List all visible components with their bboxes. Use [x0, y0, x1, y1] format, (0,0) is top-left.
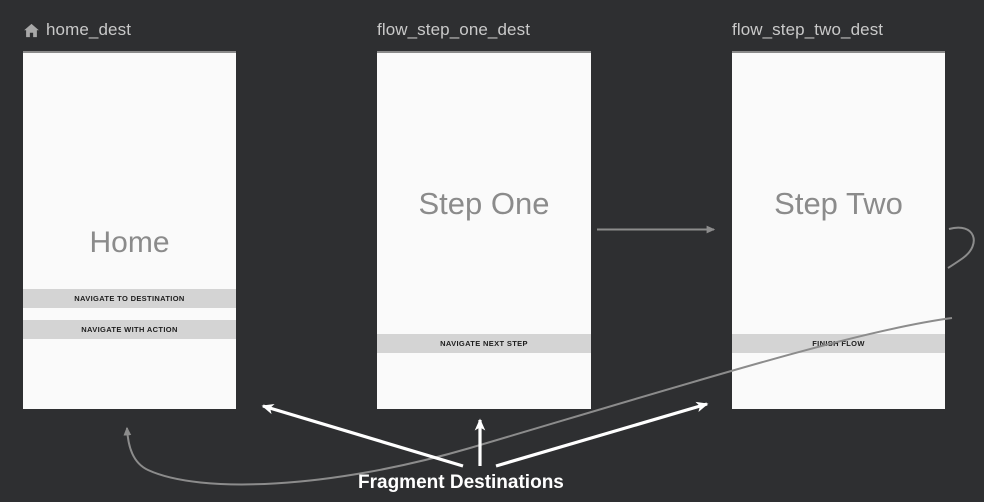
panel-title-step-two: Step Two — [774, 186, 903, 221]
destination-panel-home-dest[interactable]: Home NAVIGATE TO DESTINATION NAVIGATE WI… — [23, 51, 236, 409]
destination-label-text: flow_step_one_dest — [377, 20, 531, 39]
destination-label-flow-step-one-dest[interactable]: flow_step_one_dest — [377, 20, 530, 40]
callout-to-flow-step-two-dest — [495, 401, 709, 468]
destination-panel-flow-step-one-dest[interactable]: Step One NAVIGATE NEXT STEP — [377, 51, 591, 409]
destination-panel-flow-step-two-dest[interactable]: Step Two FINISH FLOW — [732, 51, 945, 409]
home-icon — [24, 23, 39, 37]
connector-step-two-self-loop — [947, 226, 975, 269]
destination-label-text: flow_step_two_dest — [732, 20, 884, 39]
panel-title-home: Home — [89, 226, 170, 259]
panel-title-step-one: Step One — [418, 186, 550, 221]
button-finish-flow[interactable]: FINISH FLOW — [732, 334, 945, 353]
button-navigate-with-action[interactable]: NAVIGATE WITH ACTION — [23, 320, 236, 339]
destination-label-text: home_dest — [46, 20, 132, 39]
caption-fragment-destinations: Fragment Destinations — [358, 472, 564, 493]
destination-label-flow-step-two-dest[interactable]: flow_step_two_dest — [732, 20, 883, 40]
destination-label-home-dest[interactable]: home_dest — [23, 20, 131, 40]
button-navigate-to-destination[interactable]: NAVIGATE TO DESTINATION — [23, 289, 236, 308]
callout-to-home-dest — [261, 403, 464, 468]
button-navigate-next-step[interactable]: NAVIGATE NEXT STEP — [377, 334, 591, 353]
